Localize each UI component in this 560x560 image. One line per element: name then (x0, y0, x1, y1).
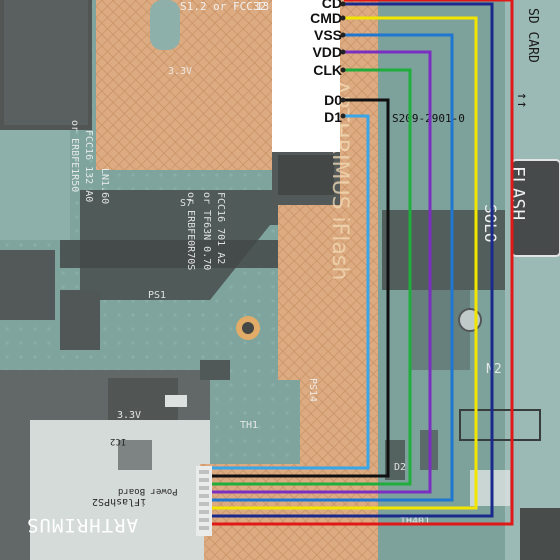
voltage-label-top: 3.3V (168, 66, 193, 77)
pin-label-clk: CLK (313, 62, 342, 78)
th1-label: TH1 (240, 420, 259, 431)
th401-label: TH401 (400, 516, 431, 527)
pin-dot-cmd (340, 15, 346, 21)
wire-vdd (212, 50, 432, 494)
wire-d1 (212, 114, 370, 470)
wire-vss (212, 33, 454, 502)
d2-label: D2 (394, 462, 407, 473)
fcc-number-label: 13 (256, 0, 270, 13)
pin-label-panel (272, 0, 340, 152)
pin-label-vdd: VDD (312, 44, 342, 60)
voltage-label: 3.3V (117, 410, 142, 421)
ps1-label: PS1 (148, 290, 167, 301)
pin-label-d1: D1 (324, 109, 342, 125)
n2-label: N2 (486, 362, 502, 377)
pin-dot-vss (340, 32, 346, 38)
pin-label-d0: D0 (324, 92, 342, 108)
wire-clk (212, 68, 412, 486)
pin-label-vss: VSS (313, 27, 342, 43)
fcc-top-label: S1.2 or FCC32 (180, 0, 267, 13)
pin-dot-d0 (340, 97, 346, 103)
pin-dot-vdd (340, 49, 346, 55)
wire-d0 (212, 98, 390, 478)
pin-label-cmd: CMD (310, 10, 342, 26)
pin-dot-d1 (340, 113, 346, 119)
s7-label: S7 (180, 198, 193, 209)
pin-dot-clk (340, 67, 346, 73)
wire-cmd (212, 16, 478, 510)
pin-label-cd: CD (321, 0, 342, 11)
pin-dot-cd (340, 1, 346, 7)
wire-cd (212, 2, 494, 518)
wire-extra (212, 0, 514, 526)
